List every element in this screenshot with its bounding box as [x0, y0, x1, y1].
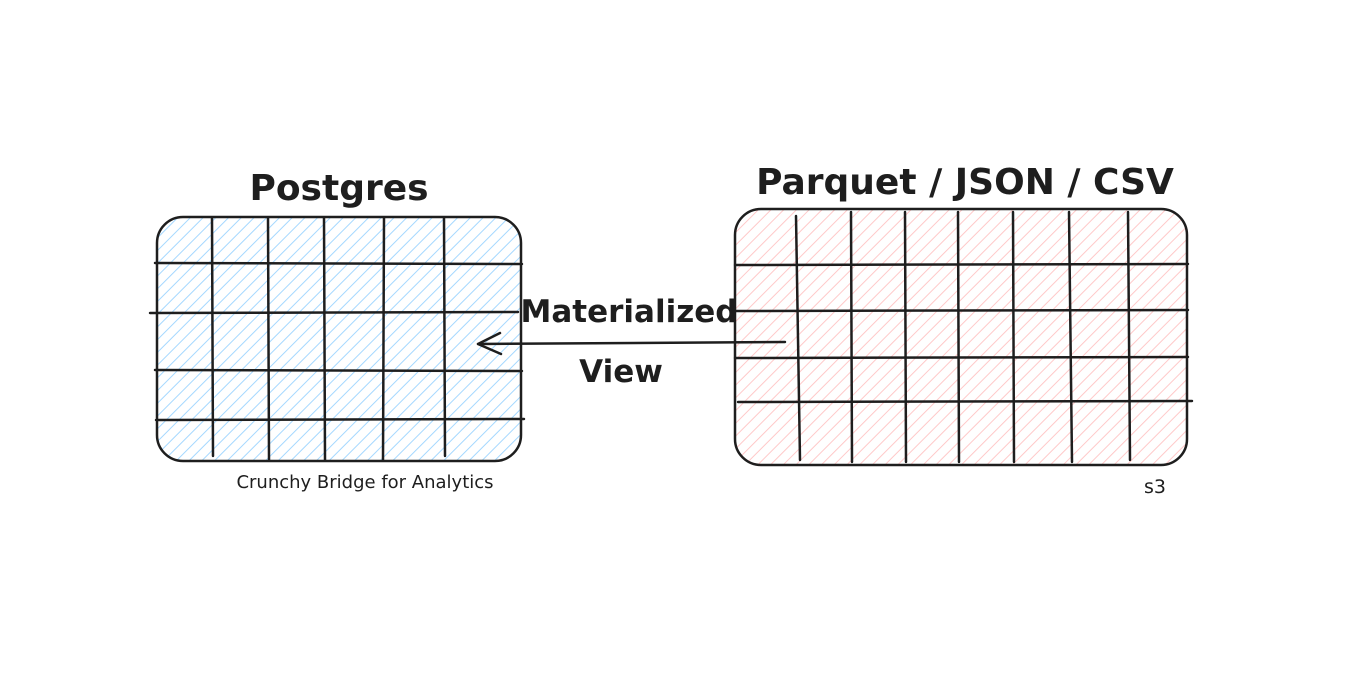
files-table-fill: [735, 209, 1187, 465]
postgres-table-fill: [157, 217, 521, 461]
grid-line: [733, 262, 1190, 267]
grid-line: [153, 261, 524, 266]
grid-line: [442, 216, 447, 458]
grid-line: [794, 214, 802, 462]
grid-line: [1126, 210, 1132, 462]
postgres-caption: Crunchy Bridge for Analytics: [236, 472, 493, 493]
grid-line: [1011, 210, 1016, 464]
grid-line: [903, 210, 908, 464]
grid-line: [736, 399, 1194, 404]
files-title: Parquet / JSON / CSV: [756, 162, 1174, 203]
grid-line: [956, 210, 961, 464]
materialized-view-connector: Materialized View: [476, 294, 787, 390]
grid-line: [266, 216, 271, 462]
connector-label-line1: Materialized: [521, 294, 738, 330]
postgres-title: Postgres: [249, 168, 428, 209]
files-table-border: [733, 207, 1189, 467]
postgres-table-border: [155, 215, 523, 463]
files-table: Parquet / JSON / CSV s3: [733, 162, 1194, 498]
grid-line: [154, 417, 526, 422]
files-caption: s3: [1144, 476, 1166, 498]
grid-line: [148, 310, 520, 315]
grid-line: [322, 216, 327, 462]
postgres-grid-lines: [148, 216, 526, 462]
connector-arrowhead: [476, 331, 503, 356]
postgres-table: Postgres Crunchy Bridge for Analytics: [148, 168, 526, 493]
grid-line: [381, 216, 386, 462]
files-grid-lines: [733, 210, 1194, 464]
grid-line: [1067, 210, 1074, 464]
grid-line: [733, 355, 1190, 360]
grid-line: [153, 368, 524, 373]
connector-arrow-line: [476, 340, 787, 346]
grid-line: [849, 210, 854, 464]
grid-line: [210, 216, 215, 458]
connector-label-line2: View: [579, 354, 663, 390]
grid-line: [733, 308, 1190, 313]
